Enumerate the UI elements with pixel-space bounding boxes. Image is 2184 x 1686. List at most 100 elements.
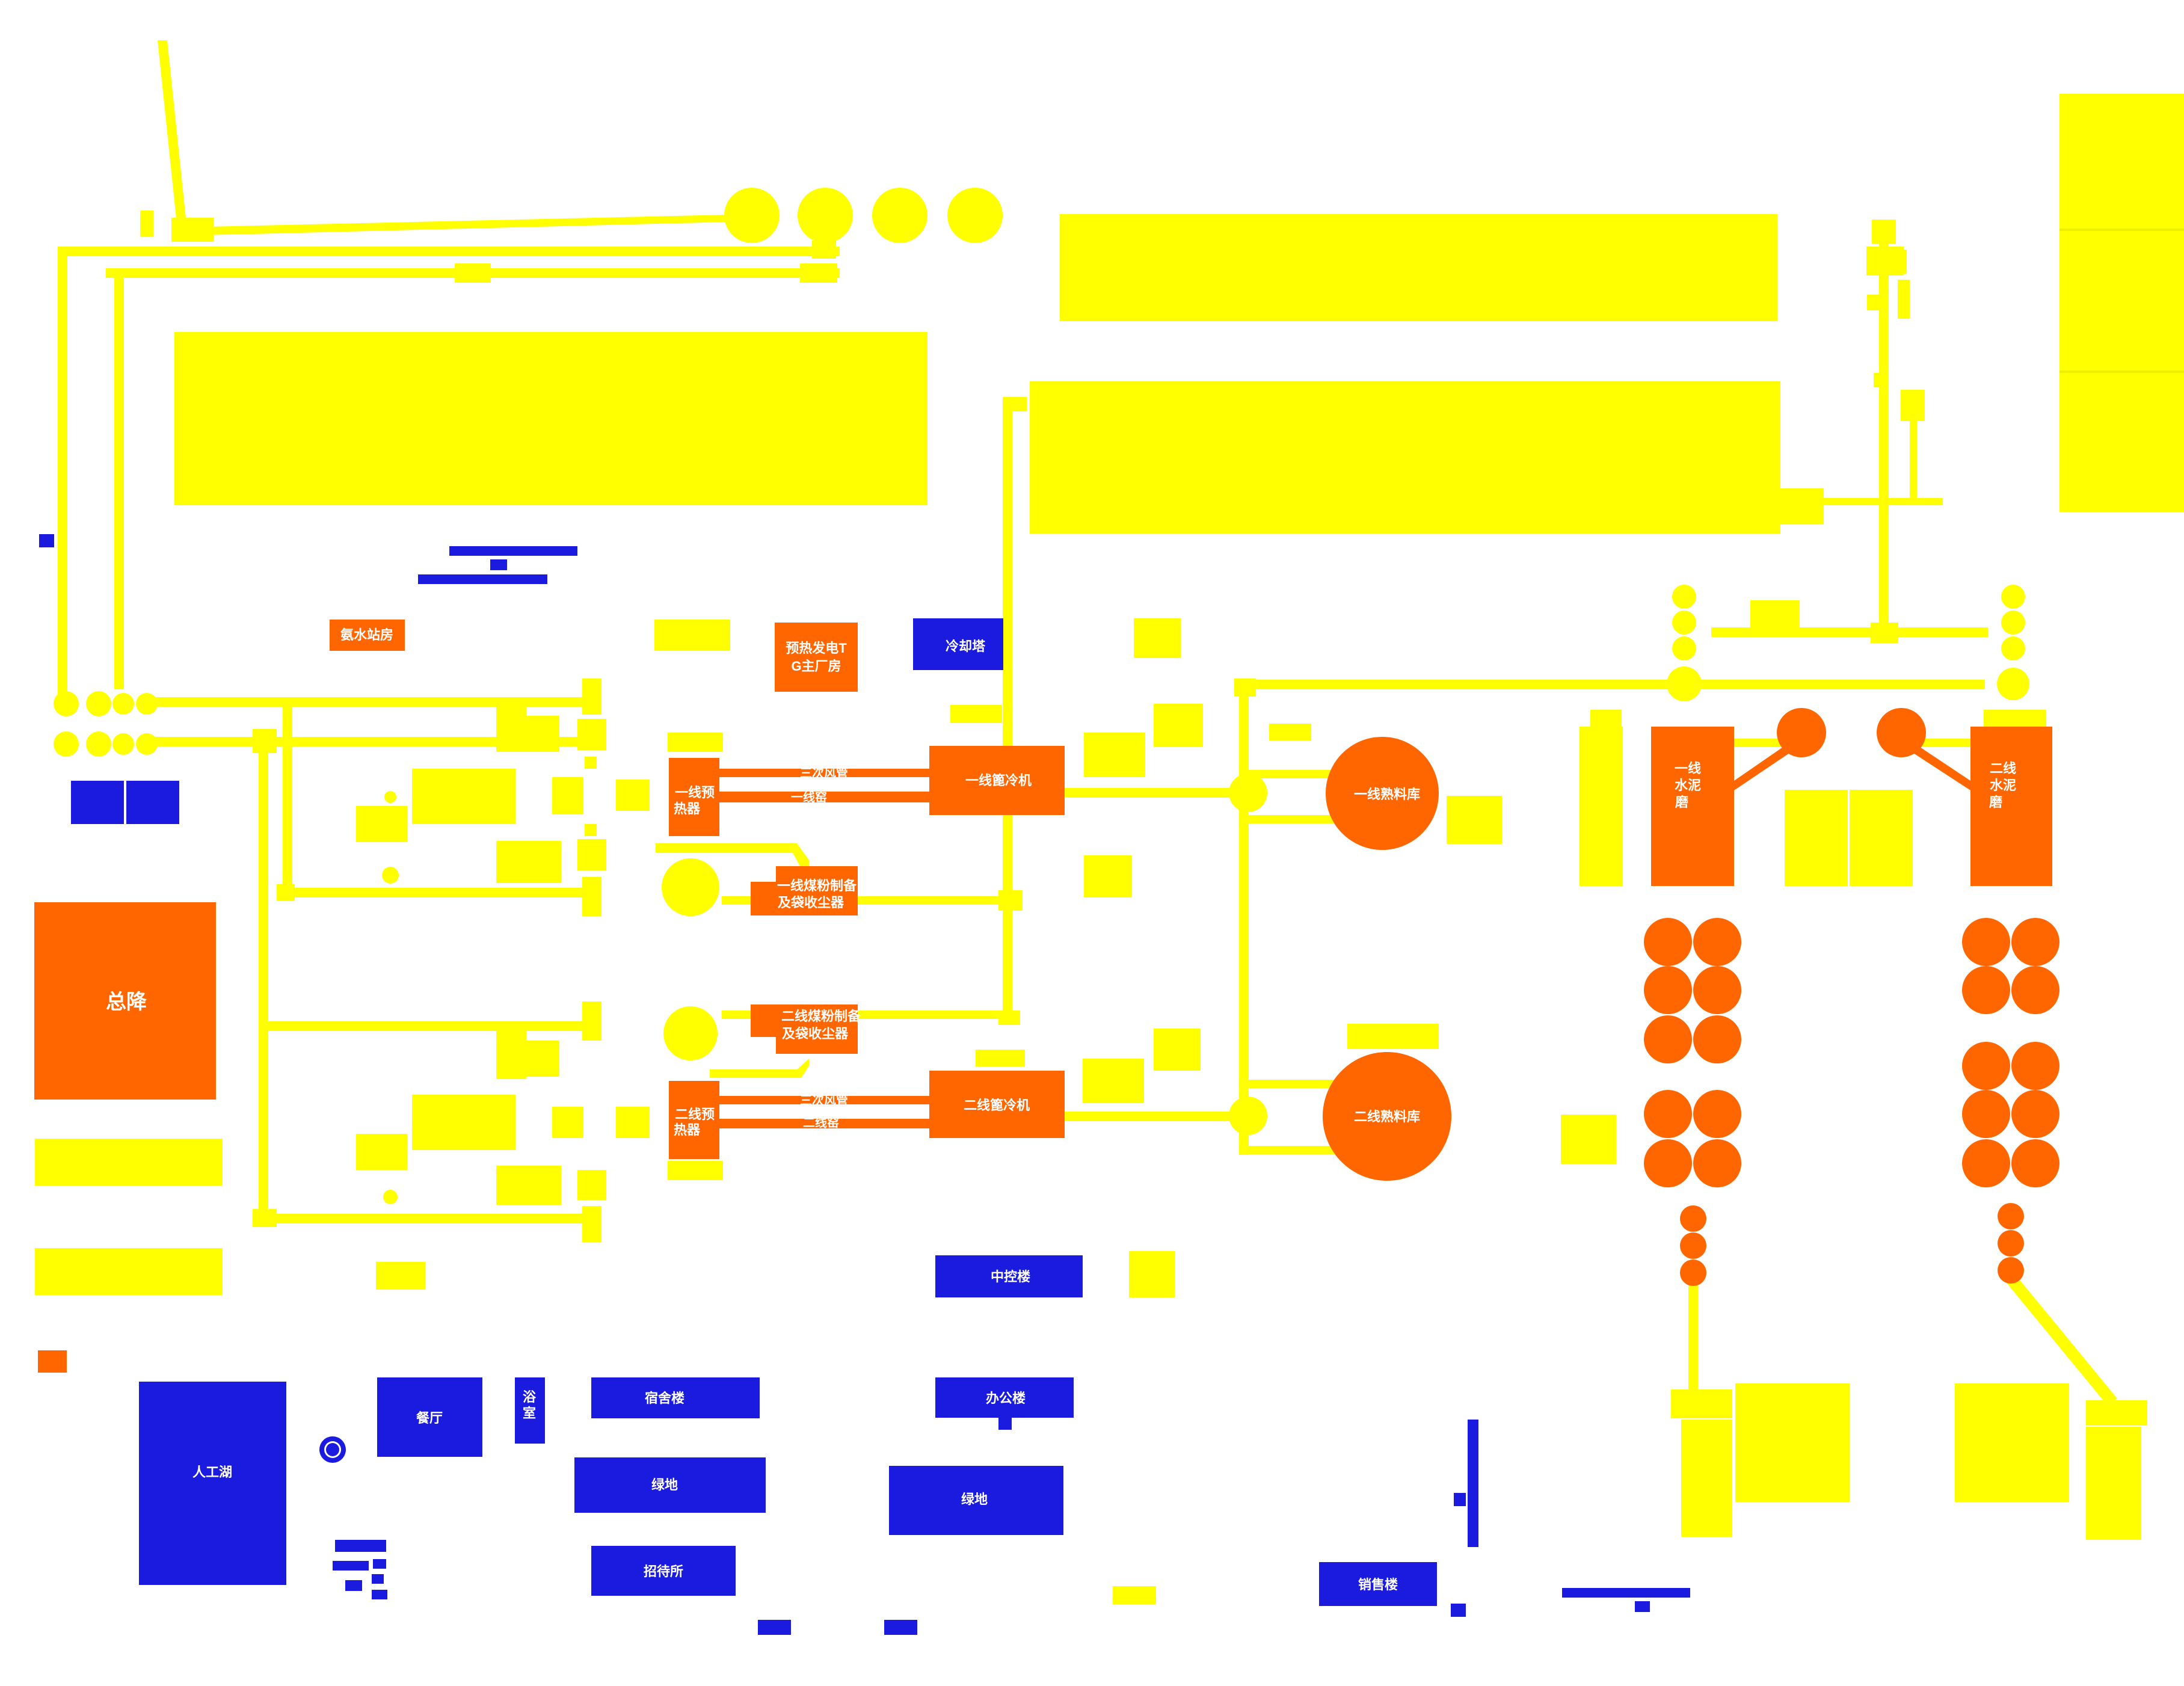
cement-silo: [1672, 636, 1696, 660]
blue-mark: [373, 1559, 386, 1569]
feed-belt-top: [180, 214, 752, 236]
line1-clinker-store: [1326, 737, 1439, 850]
storage-hall-annex: [1774, 488, 1824, 525]
transfer-tower: [1867, 295, 1880, 310]
cement-silo-small: [1998, 1230, 2024, 1257]
raw-mill-building: [582, 1001, 601, 1041]
substation: [34, 902, 216, 1100]
belt-horizontal: [1063, 1112, 1244, 1121]
blue-bar: [418, 574, 547, 584]
belt-horizontal: [1239, 770, 1335, 778]
storage-hall: [1060, 214, 1777, 321]
cement-silo: [1962, 966, 2010, 1014]
line2-preheater: [669, 1081, 719, 1159]
office-building-label: 办公楼: [986, 1391, 1026, 1406]
cement-silo: [1962, 1042, 2010, 1090]
line2-coal-mill-bottom: [776, 1036, 858, 1054]
sales-building-label: 销售楼: [1358, 1577, 1398, 1592]
belt-horizontal: [1711, 627, 1988, 637]
annex: [1083, 1059, 1144, 1103]
packing-building: [1955, 1383, 2069, 1502]
cement-silo: [1644, 918, 1692, 966]
line2-grate-cooler: [929, 1071, 1065, 1138]
line1-preheater-label: 热器: [674, 801, 701, 816]
cement-silo: [1693, 966, 1741, 1014]
cement-silo: [1644, 1015, 1692, 1063]
transfer-tower: [277, 884, 295, 901]
cement-silo: [1693, 1139, 1741, 1187]
transfer-tower: [812, 241, 836, 259]
cement-silo-small: [1680, 1232, 1706, 1259]
annex: [1084, 855, 1132, 897]
line1-cement-mill: [1651, 727, 1734, 886]
dormitory: [591, 1377, 760, 1418]
silo: [112, 693, 134, 715]
line2-coal-mill: [751, 1005, 858, 1037]
transfer-hub: [1229, 1097, 1267, 1135]
bathroom-label: 室: [523, 1406, 536, 1421]
transfer-tower: [1895, 250, 1907, 274]
raw-mill-building: [585, 824, 597, 836]
sales-building: [1319, 1562, 1437, 1606]
annex: [1084, 733, 1145, 777]
blue-block: [126, 781, 179, 824]
blue-mark: [345, 1580, 362, 1591]
belt-vertical: [1003, 400, 1012, 1023]
belt-diagonal: [2004, 1273, 2117, 1406]
line1-preheater-label: 一线预: [675, 785, 715, 800]
cooling-tower: [913, 618, 1003, 670]
cement-silo-small: [1680, 1205, 1706, 1232]
lake-fountain-core: [326, 1443, 339, 1456]
blue-mark: [372, 1574, 384, 1584]
belt-horizontal: [259, 1214, 595, 1223]
cement-silo: [1644, 1090, 1692, 1138]
blue-mark: [758, 1620, 791, 1635]
belt-horizontal: [259, 1021, 595, 1031]
cement-storage: [1850, 790, 1913, 886]
cement-silo: [2001, 611, 2025, 635]
packing-building: [2086, 1400, 2147, 1426]
transfer-tower: [1874, 373, 1888, 387]
line2-tertiary-duct: [719, 1096, 930, 1104]
cement-silo: [2011, 918, 2059, 966]
annex: [1347, 1024, 1439, 1049]
power-plant: [775, 623, 858, 692]
greenland-2-label: 绿地: [961, 1492, 988, 1507]
raw-mill-building: [412, 769, 515, 824]
coal-mill-tank: [662, 858, 719, 916]
line1-grate-cooler: [929, 746, 1065, 815]
far-right-hall-divider: [2059, 371, 2184, 373]
cooling-tower-label: 冷却塔: [946, 639, 986, 654]
lake-label: 人工湖: [192, 1465, 232, 1480]
blue-mark: [372, 1590, 387, 1599]
cement-silo: [1997, 668, 2029, 700]
line2-cement-mill-label: 水泥: [1990, 778, 2016, 793]
blue-mark: [335, 1540, 386, 1552]
administrative-group: [39, 534, 1690, 1635]
line2-preheater-label: 热器: [674, 1122, 701, 1137]
raw-mill-building: [577, 1170, 606, 1200]
raw-mill-building: [616, 780, 650, 811]
cement-silo: [2011, 1139, 2059, 1187]
far-right-hall: [2059, 94, 2184, 512]
belt-vertical: [58, 247, 67, 704]
belt-vertical: [1688, 1275, 1698, 1401]
line2-coal-mill-label: 二线煤粉制备: [781, 1009, 861, 1024]
annex: [1134, 618, 1181, 658]
cement-silo: [1644, 1139, 1692, 1187]
blue-mark: [1468, 1420, 1478, 1547]
belt-horizontal: [1732, 739, 1786, 747]
transfer-tower: [253, 729, 277, 753]
belt-vertical: [283, 704, 292, 897]
yellow-block: [35, 1248, 223, 1295]
blue-mark: [1451, 1604, 1466, 1617]
control-building: [935, 1255, 1083, 1297]
small-orange-block: [38, 1350, 67, 1373]
raw-mill-building: [496, 841, 561, 883]
guest-house: [591, 1546, 736, 1596]
cement-separator: [1777, 708, 1826, 757]
raw-silo: [724, 188, 780, 243]
line1-cement-mill-label: 水泥: [1675, 778, 1701, 793]
storage-hall: [1030, 381, 1780, 534]
line2-coal-mill-label: 及袋收尘器: [782, 1026, 849, 1041]
